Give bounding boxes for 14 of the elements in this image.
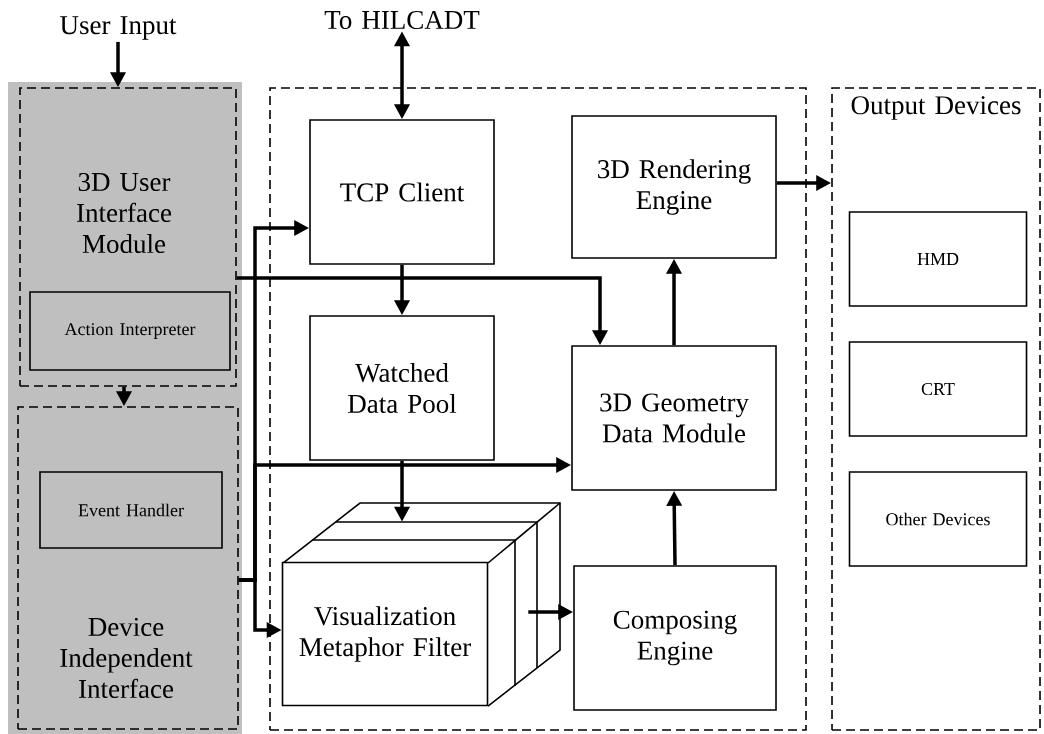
- process-box: TCP Client: [309, 119, 495, 265]
- stacked-box: Visualization Metaphor Filter: [281, 502, 561, 707]
- input-label: To HILCADT: [324, 10, 480, 30]
- process-box: 3D Rendering Engine: [571, 115, 777, 259]
- input-label: User Input: [60, 16, 177, 40]
- process-box: Composing Engine: [573, 565, 777, 711]
- process-box: CRT: [848, 341, 1028, 437]
- process-box: Watched Data Pool: [309, 315, 495, 461]
- process-box: Action Interpreter: [29, 291, 231, 371]
- process-box: HMD: [848, 211, 1028, 307]
- process-box: Event Handler: [39, 471, 223, 549]
- process-box: 3D Geometry Data Module: [571, 345, 777, 491]
- module-frame: [269, 87, 807, 731]
- process-box: Other Devices: [848, 471, 1028, 567]
